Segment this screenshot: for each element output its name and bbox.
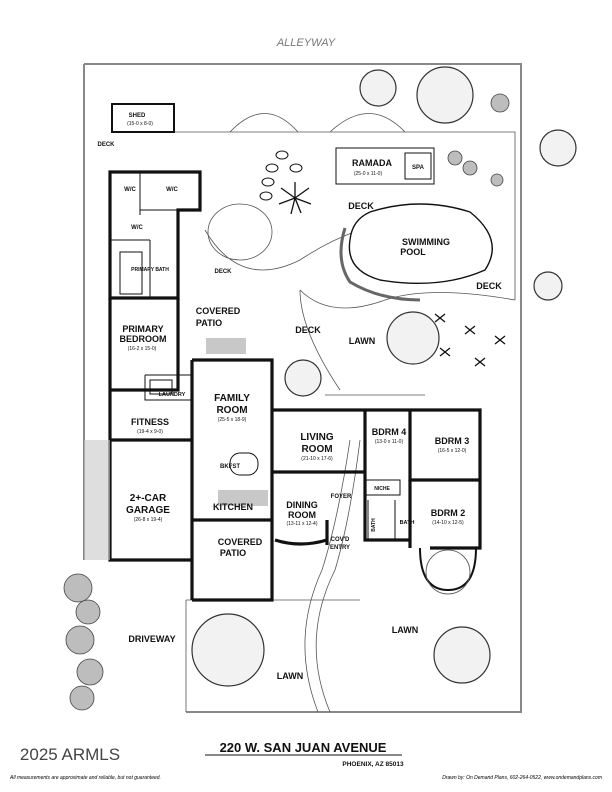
deck-oval — [207, 203, 273, 261]
covered-patio-s-label-1: COVERED — [218, 537, 263, 547]
deck-mid-label: DECK — [214, 269, 232, 275]
pool-label-1: SWIMMING — [402, 237, 450, 247]
family-room-label-1: FAMILY — [214, 393, 250, 404]
alleyway-label: ALLEYWAY — [276, 37, 336, 49]
driveway-label: DRIVEWAY — [128, 634, 175, 644]
lawn-border — [299, 289, 516, 396]
lawn-north-label: LAWN — [349, 336, 376, 346]
fitness-label: FITNESS — [131, 417, 169, 427]
fitness-dims: (19-4 x 9-0) — [137, 429, 163, 435]
credit-text: Drawn by: On Demand Plans, 602-264-0522,… — [442, 775, 602, 781]
landscape-trees — [63, 66, 577, 711]
covd-entry-label-1: COV'D — [331, 537, 350, 543]
primary-shower — [119, 251, 143, 295]
wic-3-label: W/C — [131, 225, 143, 231]
bkfst-label: BKFST — [220, 464, 240, 470]
ramada-dims: (25-0 x 11-0) — [354, 171, 383, 177]
bdrm4-dims: (13-0 x 11-0) — [375, 439, 404, 445]
lawn-east-label: LAWN — [392, 625, 419, 635]
laundry-label: LAUNDRY — [159, 392, 186, 398]
deck-center-label: DECK — [295, 325, 321, 335]
primary-bedroom-label-2: BEDROOM — [120, 334, 167, 344]
side-paving — [84, 440, 110, 560]
covd-entry-label-2: ENTRY — [330, 545, 350, 551]
shed-dims: (15-0 x 8-0) — [127, 121, 153, 127]
primary-bath-label: PRIMARY BATH — [131, 267, 169, 273]
bay-planter — [425, 549, 471, 595]
bdrm2-dims: (14-10 x 12-5) — [432, 520, 464, 526]
bath-a-label: BATH — [371, 518, 377, 532]
armls-watermark: 2025 ARMLS — [20, 745, 120, 764]
kitchen-label: KITCHEN — [213, 502, 253, 512]
bdrm4-label: BDRM 4 — [372, 427, 407, 437]
pool-coping — [339, 227, 421, 302]
garage-dims: (26-8 x 19-4) — [134, 517, 163, 523]
bdrm3-dims: (16-5 x 12-0) — [438, 448, 467, 454]
spa-label: SPA — [412, 165, 425, 171]
bdrm3-label: BDRM 3 — [435, 436, 470, 446]
bdrm2-label: BDRM 2 — [431, 508, 466, 518]
swimming-pool — [348, 203, 493, 285]
curved-walkway — [204, 229, 361, 713]
fireplace — [206, 338, 246, 354]
address-title: 220 W. SAN JUAN AVENUE — [220, 740, 387, 755]
rear-yard-wall — [132, 131, 516, 300]
palm-plants — [278, 182, 506, 367]
garage-label-1: 2+-CAR — [130, 493, 167, 504]
laundry-machines — [149, 379, 173, 395]
deck-east-label: DECK — [476, 281, 502, 291]
patio-arc-east — [329, 113, 406, 133]
garage-label-2: GARAGE — [126, 505, 170, 516]
dining-room-label-2: ROOM — [288, 510, 316, 520]
living-room-dims: (21-10 x 17-6) — [301, 456, 333, 462]
covered-patio-s-label-2: PATIO — [220, 548, 246, 558]
lawn-south-label: LAWN — [277, 671, 304, 681]
living-room-label-1: LIVING — [300, 432, 334, 443]
breakfast-table — [229, 452, 259, 476]
family-room-dims: (25-5 x 18-9) — [218, 417, 247, 423]
covered-patio-n-label-2: PATIO — [196, 318, 222, 328]
walkway-edge — [304, 439, 351, 713]
shed-structure — [111, 103, 175, 133]
spa-tub — [404, 152, 432, 180]
wic-1-label: W/C — [124, 187, 136, 193]
ramada-label: RAMADA — [352, 158, 392, 168]
disclaimer-text: All measurements are approximate and rel… — [9, 775, 161, 781]
dining-room-dims: (13-11 x 12-4) — [286, 521, 317, 527]
dining-room-label-1: DINING — [286, 500, 318, 510]
primary-bedroom-label-1: PRIMARY — [122, 324, 163, 334]
niche-label: NICHE — [374, 486, 390, 492]
city-line: PHOENIX, AZ 85013 — [342, 761, 404, 768]
kitchen-island — [218, 490, 268, 506]
pool-label-2: POOL — [400, 247, 426, 257]
family-room-label-2: ROOM — [216, 405, 247, 416]
ramada-structure — [335, 147, 435, 185]
bay-window — [419, 547, 477, 592]
primary-bedroom-dims: (16-2 x 15-0) — [128, 346, 157, 352]
deck-pool-label: DECK — [348, 201, 374, 211]
patio-arc-west — [229, 113, 299, 133]
shed-label: SHED — [129, 113, 146, 119]
living-room-label-2: ROOM — [301, 444, 332, 455]
foyer-label: FOYER — [331, 494, 352, 500]
stepping-stones — [259, 150, 303, 201]
deck-nw-label: DECK — [97, 142, 115, 148]
wic-2-label: W/C — [166, 187, 178, 193]
bath-b-label: BATH — [400, 520, 415, 526]
covered-patio-n-label-1: COVERED — [196, 306, 241, 316]
